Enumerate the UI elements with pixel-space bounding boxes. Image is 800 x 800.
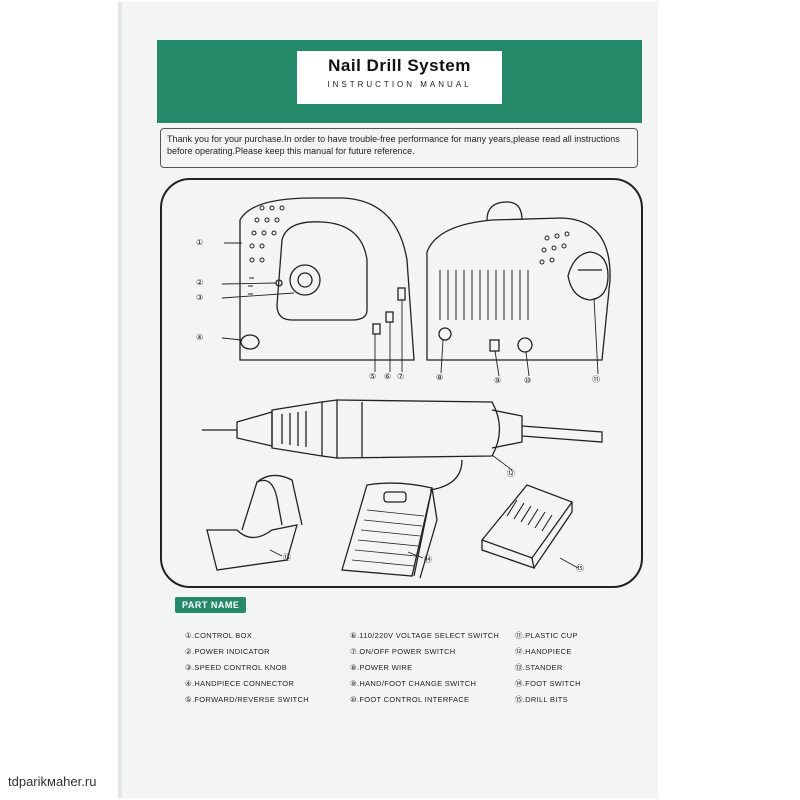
callout-15: ⑮ xyxy=(576,564,584,573)
parts-column-1: ①.CONTROL BOX ②.POWER INDICATOR ③.SPEED … xyxy=(185,628,309,708)
parts-list: PART NAME ①.CONTROL BOX ②.POWER INDICATO… xyxy=(160,590,643,710)
intro-notice: Thank you for your purchase.In order to … xyxy=(160,128,638,168)
part-item: ⑪.PLASTIC CUP xyxy=(515,631,578,640)
foot-switch-figure xyxy=(341,459,463,579)
control-box-front-figure xyxy=(239,197,415,361)
product-illustration xyxy=(202,197,611,579)
part-item: ⑥.110/220V VOLTAGE SELECT SWITCH xyxy=(350,631,500,640)
part-item: ⑨.HAND/FOOT CHANGE SWITCH xyxy=(350,679,477,688)
part-item: ⑬.STANDER xyxy=(515,663,563,672)
part-item: ③.SPEED CONTROL KNOB xyxy=(185,663,288,672)
site-watermark: tdparikмaher.ru xyxy=(8,774,97,789)
parts-column-2: ⑥.110/220V VOLTAGE SELECT SWITCH ⑦.ON/OF… xyxy=(350,628,499,708)
callout-8: ⑧ xyxy=(436,373,444,382)
callout-4: ④ xyxy=(196,333,204,342)
handpiece-figure xyxy=(202,399,603,459)
drill-bits-figure xyxy=(480,484,574,569)
callout-13: ⑬ xyxy=(283,553,291,562)
part-item: ⑮.DRILL BITS xyxy=(515,695,568,704)
part-item: ①.CONTROL BOX xyxy=(185,631,253,640)
part-item: ⑤.FORWARD/REVERSE SWITCH xyxy=(185,695,309,704)
callout-11: ⑪ xyxy=(592,375,600,384)
diagram-frame: ① ② ③ ④ ⑤ ⑥ ⑦ ⑧ ⑨ ⑩ ⑪ ⑫ ⑬ ⑭ ⑮ xyxy=(160,178,643,588)
document-subtitle: INSTRUCTION MANUAL xyxy=(327,80,472,89)
part-item: ④.HANDPIECE CONNECTOR xyxy=(185,679,295,688)
title-banner: Nail Drill System INSTRUCTION MANUAL xyxy=(157,40,642,123)
part-item: ⑫.HANDPIECE xyxy=(515,647,572,656)
manual-page xyxy=(118,2,658,798)
page-fold-shadow xyxy=(118,2,122,798)
callout-7: ⑦ xyxy=(397,372,405,381)
callout-2: ② xyxy=(196,278,204,287)
document-title: Nail Drill System xyxy=(328,56,471,75)
callout-3: ③ xyxy=(196,293,204,302)
control-box-back-figure xyxy=(426,201,611,361)
callout-5: ⑤ xyxy=(369,372,377,381)
callout-1: ① xyxy=(196,238,204,247)
callout-9: ⑨ xyxy=(494,376,502,385)
parts-column-3: ⑪.PLASTIC CUP ⑫.HANDPIECE ⑬.STANDER ⑭.FO… xyxy=(515,628,581,708)
parts-list-title: PART NAME xyxy=(175,597,247,613)
part-item: ⑦.ON/OFF POWER SWITCH xyxy=(350,647,456,656)
callout-10: ⑩ xyxy=(524,376,532,385)
part-item: ⑭.FOOT SWITCH xyxy=(515,679,581,688)
callout-12: ⑫ xyxy=(507,469,515,478)
part-item: ②.POWER INDICATOR xyxy=(185,647,270,656)
stander-figure xyxy=(206,474,303,571)
callout-14: ⑭ xyxy=(424,555,432,564)
title-box: Nail Drill System INSTRUCTION MANUAL xyxy=(297,51,502,104)
part-item: ⑧.POWER WIRE xyxy=(350,663,413,672)
part-item: ⑩.FOOT CONTROL INTERFACE xyxy=(350,695,470,704)
callout-6: ⑥ xyxy=(384,372,392,381)
